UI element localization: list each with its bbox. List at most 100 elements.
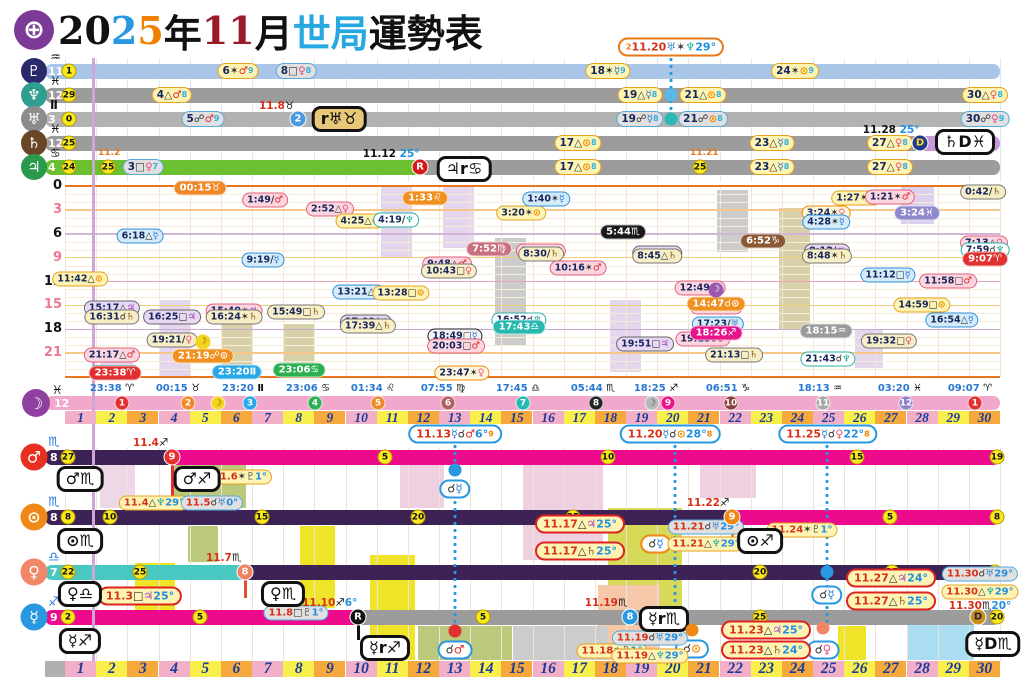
station-line: [357, 624, 360, 640]
hour-label: 9: [52, 249, 62, 265]
moon-ingress-pill: 5:44♏: [600, 224, 646, 240]
moon-aspect-pill: 9:19/☿: [241, 252, 285, 268]
hour-gridline: [65, 265, 1000, 267]
sign-label: ♏: [48, 435, 60, 450]
day-gridline: [345, 448, 347, 661]
dotted-line: [453, 443, 457, 645]
moon-aspect-pill: 8:30/♄: [518, 246, 564, 262]
day-gridline: [813, 448, 814, 661]
sign-box: ☿r♏: [638, 606, 690, 632]
day-gridline: [875, 448, 877, 661]
date-cell: 28: [906, 410, 938, 425]
dotted-line: [673, 443, 677, 628]
day-gridline: [158, 448, 160, 661]
moon-ingress-pill: 18:26♐: [689, 325, 743, 341]
start-degree-num: 12: [48, 137, 64, 150]
page-title-part: 2: [110, 7, 138, 53]
moon-aspect-pill: 4:28✶☿: [802, 214, 850, 230]
moon-ingress-label: 05:44 ♏: [570, 383, 616, 394]
hour-line: [65, 233, 1000, 235]
hour-label: 0: [52, 178, 62, 193]
moon-ingress-label: 17:45 ♎: [495, 383, 541, 394]
moon-sign-marker: ☽: [210, 395, 226, 411]
station-date-label: 11.12 25°: [362, 148, 420, 160]
station-marker: 9: [163, 448, 181, 466]
date-cell: 7: [252, 410, 284, 425]
conjunction-dot: [685, 623, 699, 637]
day-gridline: [439, 448, 440, 661]
date-cell: 18: [594, 410, 626, 425]
moon-ingress-label: 01:34 ♌: [350, 383, 396, 394]
conjunction-callout: 11.13☿☌♂6°9: [408, 424, 502, 444]
day-gridline: [688, 448, 690, 661]
sign-box: ♀♏: [260, 581, 306, 607]
station-box: ♄D♓: [935, 129, 995, 155]
station-date-label: 11.8♉: [258, 100, 295, 112]
moon-ingress-pill: 7:52♍: [466, 241, 512, 257]
aspect-callout-pill: 11.3□♃25°: [97, 586, 183, 606]
moon-ingress-label: 06:51 ♑: [705, 383, 751, 394]
planet-icon-saturn: ♄: [21, 130, 47, 156]
conjunction-dot: [820, 565, 834, 579]
date-cell: 7: [252, 660, 284, 677]
moon-aspect-pill: 17:39△♄: [339, 318, 397, 334]
sign-box: ☿r♐: [359, 635, 411, 661]
day-gridline: [65, 448, 66, 661]
moon-ingress-label: 23:38 ♈: [89, 383, 135, 394]
date-cell: 15: [501, 410, 533, 425]
highlight-band: [610, 300, 641, 372]
degree-badge: 8: [60, 509, 76, 525]
date-cell: 21: [688, 410, 720, 425]
date-cell: 19: [626, 410, 658, 425]
planet-bar: [732, 510, 1000, 525]
start-degree-num: 8: [50, 511, 58, 524]
day-gridline: [376, 448, 378, 661]
conjunction-pill: ☌☿: [640, 534, 672, 554]
page-title-part: 20: [58, 7, 111, 53]
degree-badge: 29: [61, 87, 77, 103]
degree-badge: 10: [600, 449, 616, 465]
day-gridline: [657, 448, 659, 661]
degree-badge: 15: [849, 449, 865, 465]
aspect-pill: 19△☿8: [617, 87, 663, 103]
start-degree-num: 4: [48, 161, 56, 174]
station-marker: D: [911, 134, 929, 152]
planet-bar: [45, 112, 1000, 127]
day-gridline: [470, 448, 472, 661]
moon-icon: ☽: [22, 389, 50, 417]
date-cell: 12: [407, 660, 439, 677]
aspect-pill: 3□♀7: [122, 159, 164, 175]
date-cell: 22: [719, 410, 751, 425]
date-cell: 20: [657, 410, 689, 425]
date-cell: 3: [127, 410, 159, 425]
sign-label: ♓: [50, 122, 61, 136]
station-marker: 9: [723, 508, 741, 526]
date-cell: 11: [376, 660, 408, 677]
date-cell: 24: [781, 660, 813, 677]
station-date-label: 11.22♐: [686, 497, 730, 509]
lunar-phase-pill: 21:19☍⊙: [171, 348, 235, 364]
moon-aspect-pill: 11:12□☿: [860, 267, 916, 283]
moon-sign-marker: 3: [242, 395, 258, 411]
moon-ingress-label: 09:07 ♈: [947, 383, 993, 394]
date-cell: 12: [407, 410, 439, 425]
day-gridline: [906, 448, 908, 661]
lunar-phase-icon: ☽: [708, 282, 724, 298]
degree-badge: 25: [132, 564, 148, 580]
moon-ingress-pill: 3:24♓: [894, 205, 940, 221]
moon-sign-marker: ☽: [644, 395, 660, 411]
day-gridline: [750, 448, 752, 661]
date-cell: 5: [189, 410, 221, 425]
start-degree-num: 11: [48, 65, 64, 78]
page-title-part: 年: [163, 10, 202, 56]
aspect-callout-pill: 11.30☌♅29°: [941, 566, 1019, 582]
moon-ingress-pill: 9:07♈: [962, 251, 1008, 267]
degree-badge: 5: [475, 609, 491, 625]
degree-badge: 0: [61, 111, 77, 127]
start-degree-num: 9: [50, 611, 58, 624]
aspect-pill: 17△⊙8: [554, 159, 602, 175]
conjunction-dot: [448, 624, 462, 638]
moon-aspect-pill: 11:42△⊙: [52, 271, 108, 287]
planet-icon-uranus: ♅: [21, 106, 47, 132]
